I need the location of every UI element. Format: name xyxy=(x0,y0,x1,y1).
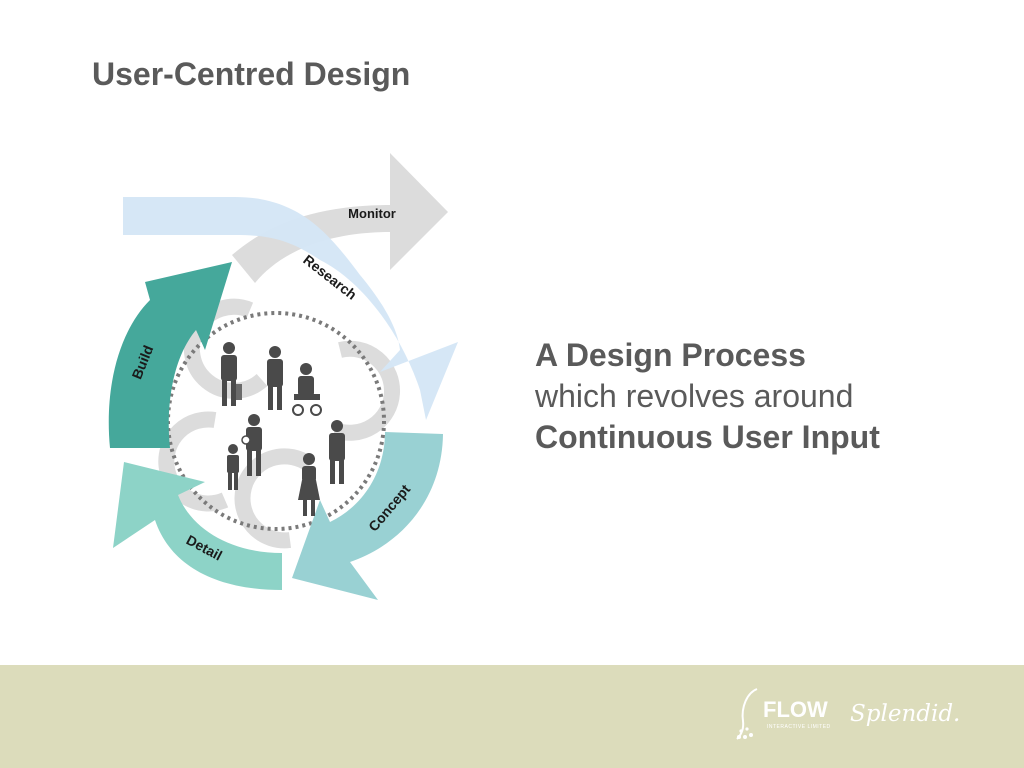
splendid-logo: Splendid. xyxy=(850,701,961,727)
people-group-icon xyxy=(221,342,345,516)
flow-logo-text: FLOW xyxy=(763,697,828,722)
monitor-label: Monitor xyxy=(348,206,396,221)
concept-arrow xyxy=(292,432,443,600)
build-arrow xyxy=(108,262,232,448)
detail-arrow xyxy=(113,462,282,590)
research-arrow xyxy=(123,197,458,420)
tagline-line-1: A Design Process xyxy=(535,337,806,373)
flow-logo-subtext: INTERACTIVE LIMITED xyxy=(767,724,831,730)
slide-title: User-Centred Design xyxy=(92,56,411,92)
footer-band xyxy=(0,665,1024,768)
tagline-line-2: which revolves around xyxy=(535,378,854,414)
monitor-arrow xyxy=(232,153,448,283)
flow-logo-icon xyxy=(736,688,758,740)
ucd-cycle-svg: Monitor Research Build Concept Detail xyxy=(108,153,458,600)
tagline-line-3: Continuous User Input xyxy=(535,419,880,455)
ucd-cycle-diagram: Monitor Research Build Concept Detail xyxy=(100,145,470,610)
tagline: A Design Process which revolves around C… xyxy=(535,335,880,458)
flow-logo: FLOW INTERACTIVE LIMITED xyxy=(733,685,843,745)
